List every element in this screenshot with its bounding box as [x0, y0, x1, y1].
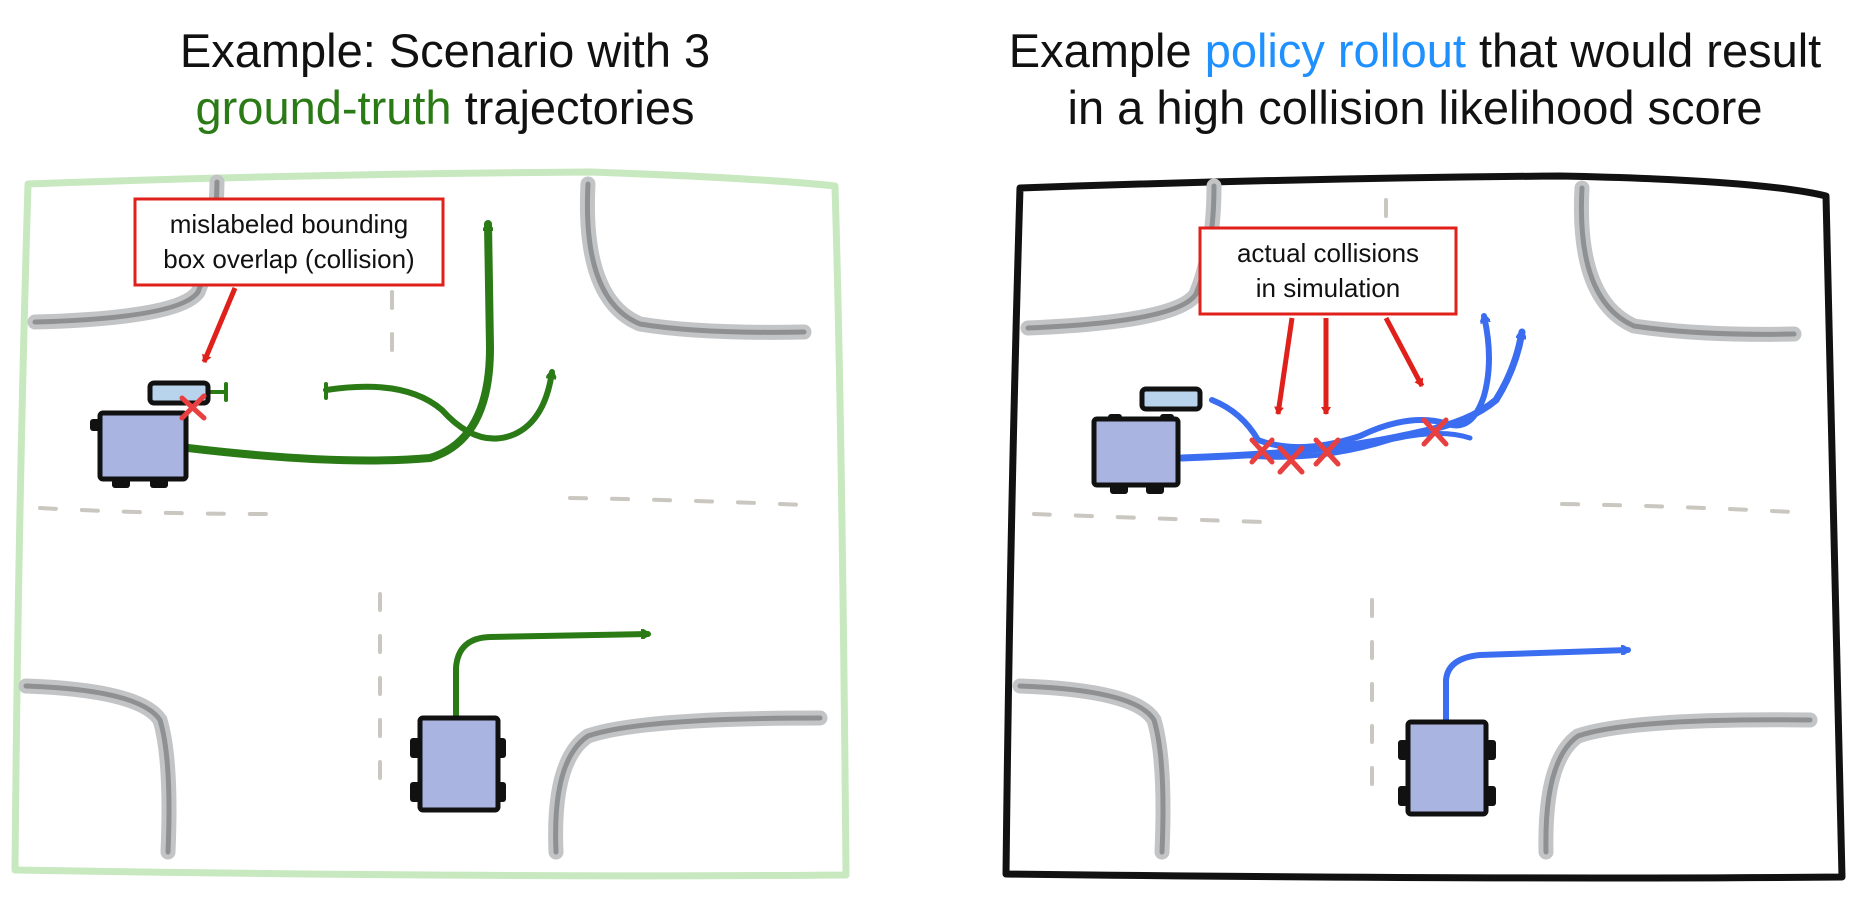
right-callout-line2: in simulation [1256, 273, 1401, 303]
left-title-highlight: ground-truth [195, 81, 452, 134]
collision-mark-3 [1313, 437, 1341, 467]
right-callout-arrow-1 [1274, 317, 1295, 415]
right-callout-arrow-3 [1383, 316, 1425, 388]
right-panel-title: Example policy rollout that would result… [985, 22, 1845, 136]
right-title-line2: in a high collision likelihood score [1067, 81, 1763, 134]
left-ground-truth-trajectories [184, 220, 651, 721]
collision-mark-1 [1249, 437, 1275, 465]
right-panel: actual collisions in simulation [1002, 172, 1846, 882]
right-collision-marks [1249, 417, 1449, 475]
right-callout-line1: actual collisions [1237, 238, 1419, 268]
left-vehicle-bottom [410, 715, 506, 813]
right-vehicle-parked [1139, 386, 1203, 412]
left-vehicle-ego [90, 410, 189, 488]
left-callout-arrow [201, 287, 238, 363]
right-panel-frame [1002, 172, 1846, 882]
right-title-suffix: that would result [1465, 24, 1822, 77]
right-vehicle-bottom [1398, 719, 1496, 817]
rollout-upper [1209, 313, 1492, 451]
left-callout: mislabeled bounding box overlap (collisi… [133, 197, 445, 363]
collision-mark-4 [1421, 417, 1449, 447]
collision-mark-2 [1277, 445, 1305, 475]
rollout-bottom [1443, 650, 1631, 723]
left-lane-markings [38, 290, 807, 802]
right-title-highlight: policy rollout [1204, 24, 1466, 77]
right-vehicle-ego [1091, 414, 1181, 494]
right-policy-rollouts [1178, 313, 1631, 723]
left-callout-line2: box overlap (collision) [163, 244, 414, 274]
right-title-prefix: Example [1008, 24, 1205, 77]
left-callout-line1: mislabeled bounding [170, 209, 409, 239]
left-vehicle-parked [147, 380, 211, 406]
left-panel: mislabeled bounding box overlap (collisi… [11, 168, 850, 880]
left-title-line2-rest: trajectories [451, 81, 695, 134]
gt-trajectory-turn [323, 369, 552, 442]
gt-trajectory-bottom [453, 634, 651, 721]
gt-trajectory-long [184, 220, 495, 465]
left-collision-mark [179, 393, 207, 421]
left-title-line1: Example: Scenario with 3 [179, 24, 711, 77]
left-panel-frame [11, 168, 850, 880]
right-callout: actual collisions in simulation [1198, 226, 1458, 415]
left-panel-title: Example: Scenario with 3 ground-truth tr… [15, 22, 875, 136]
